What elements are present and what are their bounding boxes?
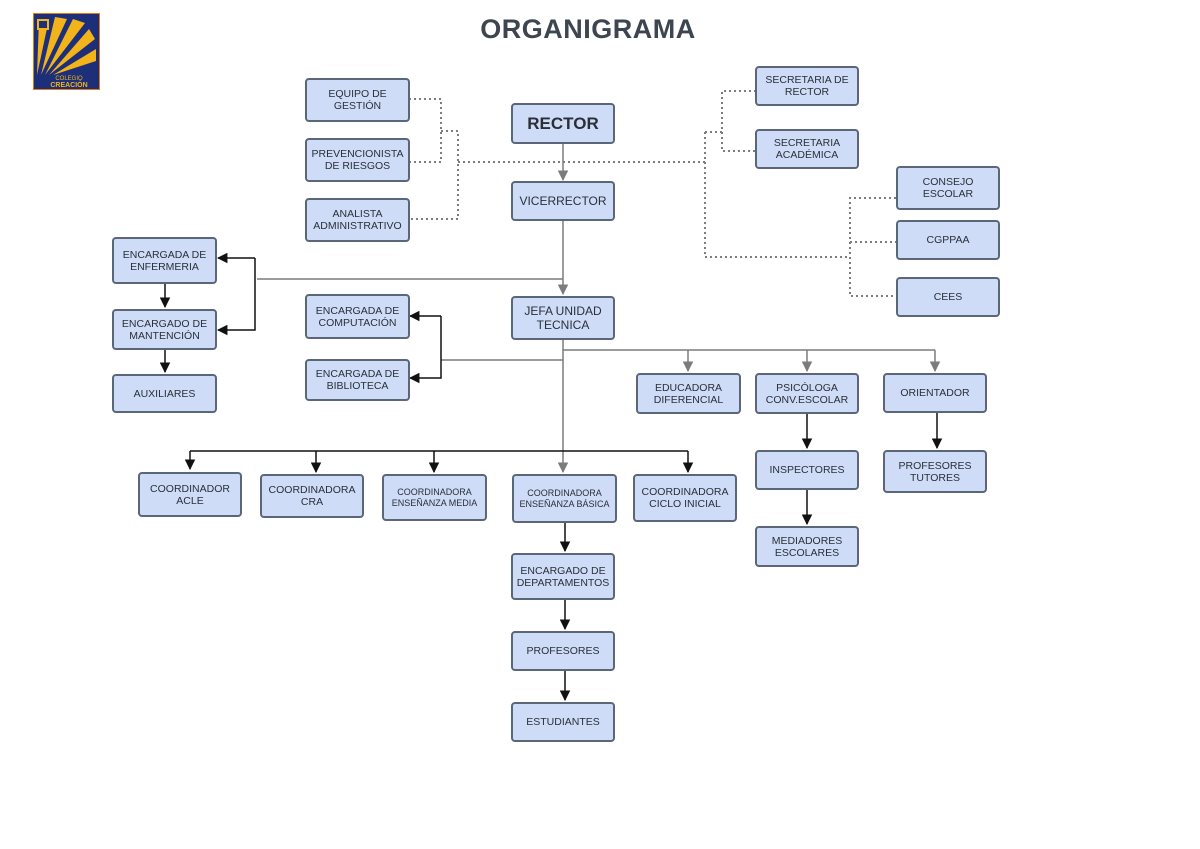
node-jefa-utp: JEFA UNIDAD TECNICA [511, 296, 615, 340]
node-inspectores: INSPECTORES [755, 450, 859, 490]
node-prevencionista: PREVENCIONISTA DE RIESGOS [305, 138, 410, 182]
node-secretaria-academica: SECRETARIA ACADÉMICA [755, 129, 859, 169]
connector-line [409, 130, 459, 220]
solid-connectors [257, 144, 941, 474]
node-encargado-departamentos: ENCARGADO DE DEPARTAMENTOS [511, 553, 615, 600]
node-coord-acle: COORDINADOR ACLE [138, 472, 242, 517]
node-profesores: PROFESORES [511, 631, 615, 671]
node-mediadores: MEDIADORES ESCOLARES [755, 526, 859, 567]
connector-line [704, 132, 850, 258]
node-consejo-escolar: CONSEJO ESCOLAR [896, 166, 1000, 210]
node-mantencion: ENCARGADO DE MANTENCIÓN [112, 309, 217, 350]
connector-line [216, 258, 256, 336]
node-coord-ciclo: COORDINADORA CICLO INICIAL [633, 474, 737, 522]
connector-line [408, 316, 442, 384]
logo-text-bottom: CREACIÓN [50, 80, 87, 89]
dotted-connectors [409, 90, 896, 297]
node-psicologa: PSICÓLOGA CONV.ESCOLAR [755, 373, 859, 414]
node-auxiliares: AUXILIARES [112, 374, 217, 413]
node-rector: RECTOR [511, 103, 615, 144]
page-title: ORGANIGRAMA [480, 14, 696, 44]
node-educadora-diferencial: EDUCADORA DIFERENCIAL [636, 373, 741, 414]
node-enfermeria: ENCARGADA DE ENFERMERIA [112, 237, 217, 284]
node-orientador: ORIENTADOR [883, 373, 987, 413]
node-profesores-tutores: PROFESORES TUTORES [883, 450, 987, 493]
node-analista: ANALISTA ADMINISTRATIVO [305, 198, 410, 242]
node-cgppaa: CGPPAA [896, 220, 1000, 260]
node-vicerrector: VICERRECTOR [511, 181, 615, 221]
node-secretaria-rector: SECRETARIA DE RECTOR [755, 66, 859, 106]
node-biblioteca: ENCARGADA DE BIBLIOTECA [305, 359, 410, 401]
black-arrow-connectors [159, 252, 943, 702]
node-cees: CEES [896, 277, 1000, 317]
node-equipo-gestion: EQUIPO DE GESTIÓN [305, 78, 410, 122]
node-coord-basica: COORDINADORA ENSEÑANZA BÁSICA [512, 474, 617, 523]
logo-text-top: COLEGIO [55, 76, 83, 82]
logo-emblem: COLEGIO CREACIÓN [32, 12, 101, 91]
node-coord-cra: COORDINADORA CRA [260, 474, 364, 518]
node-computacion: ENCARGADA DE COMPUTACIÓN [305, 294, 410, 339]
school-logo: COLEGIO CREACIÓN [32, 12, 101, 91]
node-coord-media: COORDINADORA ENSEÑANZA MEDIA [382, 474, 487, 521]
node-estudiantes: ESTUDIANTES [511, 702, 615, 742]
connector-line [849, 197, 896, 297]
connector-line [721, 90, 756, 152]
connector-line [409, 98, 442, 163]
